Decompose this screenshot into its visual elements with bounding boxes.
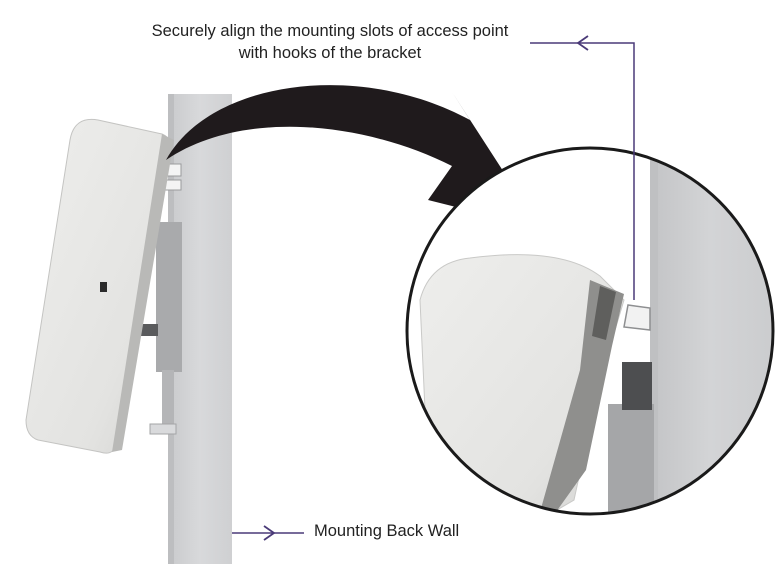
align-leader-line: [530, 35, 635, 300]
align-instruction-label: Securely align the mounting slots of acc…: [151, 22, 509, 62]
curved-arrow: [166, 85, 540, 228]
wall-bracket: [128, 163, 182, 435]
access-point: [25, 118, 174, 454]
ap-port-icon: [100, 282, 107, 292]
chevron-right-icon: [263, 525, 276, 541]
back-wall-label: Mounting Back Wall: [314, 522, 460, 540]
zoom-detail-circle: [405, 146, 775, 516]
chevron-left-icon: [576, 35, 589, 51]
wall-leader-line: [232, 525, 304, 541]
